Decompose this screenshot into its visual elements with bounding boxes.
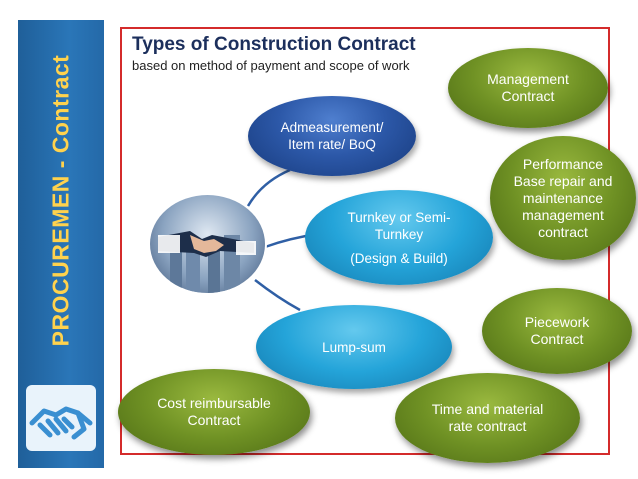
oval-admeasurement-line2: Item rate/ BoQ bbox=[288, 137, 376, 152]
handshake-icon bbox=[158, 231, 256, 293]
oval-admeasurement: Admeasurement/ Item rate/ BoQ bbox=[248, 96, 416, 176]
oval-performance-line4: management bbox=[522, 206, 604, 223]
oval-lumpsum: Lump-sum bbox=[256, 305, 452, 389]
oval-performance-contract: Performance Base repair and maintenance … bbox=[490, 136, 636, 260]
oval-management-contract: Management Contract bbox=[448, 48, 608, 128]
oval-time-material-line1: Time and material bbox=[431, 401, 544, 417]
oval-cost-reimbursable-line1: Cost reimbursable bbox=[157, 395, 271, 411]
diagram-title: Types of Construction Contract bbox=[132, 34, 416, 55]
oval-turnkey-line2: Turnkey bbox=[374, 226, 424, 242]
oval-piecework-contract: Piecework Contract bbox=[482, 288, 632, 374]
oval-turnkey-line3: (Design & Build) bbox=[350, 250, 448, 266]
center-handshake-photo bbox=[150, 195, 265, 293]
oval-piecework-line1: Piecework bbox=[524, 314, 590, 330]
oval-management-line2: Contract bbox=[501, 88, 555, 104]
oval-admeasurement-line1: Admeasurement/ bbox=[280, 120, 384, 135]
connector-lumpsum bbox=[254, 279, 301, 312]
oval-performance-line2: Base repair and bbox=[513, 172, 613, 189]
oval-management-line1: Management bbox=[487, 71, 569, 87]
oval-piecework-line2: Contract bbox=[530, 331, 584, 347]
oval-performance-line3: maintenance bbox=[522, 189, 604, 206]
oval-performance-line5: contract bbox=[538, 223, 588, 240]
oval-time-material-line2: rate contract bbox=[448, 418, 527, 434]
oval-cost-reimbursable-line2: Contract bbox=[187, 412, 241, 428]
oval-lumpsum-line1: Lump-sum bbox=[322, 339, 386, 355]
connector-admeasurement bbox=[246, 168, 291, 207]
oval-turnkey: Turnkey or Semi- Turnkey (Design & Build… bbox=[305, 190, 493, 285]
handshake-icon bbox=[26, 385, 96, 451]
diagram-subtitle: based on method of payment and scope of … bbox=[132, 58, 410, 73]
oval-performance-line1: Performance bbox=[522, 155, 604, 172]
oval-time-material-contract: Time and material rate contract bbox=[395, 373, 580, 463]
oval-cost-reimbursable-contract: Cost reimbursable Contract bbox=[118, 369, 310, 455]
oval-turnkey-line1: Turnkey or Semi- bbox=[347, 209, 451, 225]
